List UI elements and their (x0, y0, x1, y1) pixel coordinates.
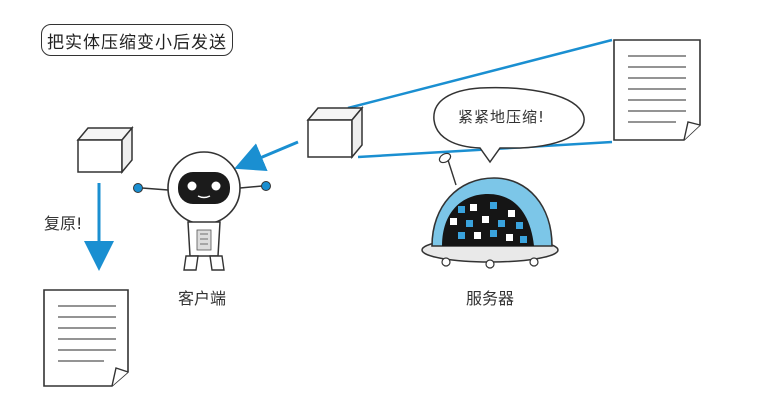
speech-bubble (433, 86, 585, 164)
send-arrow (234, 140, 299, 172)
original-document-icon (613, 39, 701, 141)
compressed-box-icon (306, 105, 364, 160)
server-robot-icon (421, 152, 559, 269)
received-box-icon (76, 125, 134, 175)
restore-label: 复原! (44, 214, 83, 233)
client-label: 客户端 (178, 289, 227, 308)
title-box: 把实体压缩变小后发送 (41, 24, 233, 56)
client-robot-icon (133, 151, 271, 271)
server-label: 服务器 (466, 289, 515, 308)
restored-document-icon (43, 289, 129, 387)
speech-bubble-text: 紧紧地压缩! (458, 108, 546, 126)
